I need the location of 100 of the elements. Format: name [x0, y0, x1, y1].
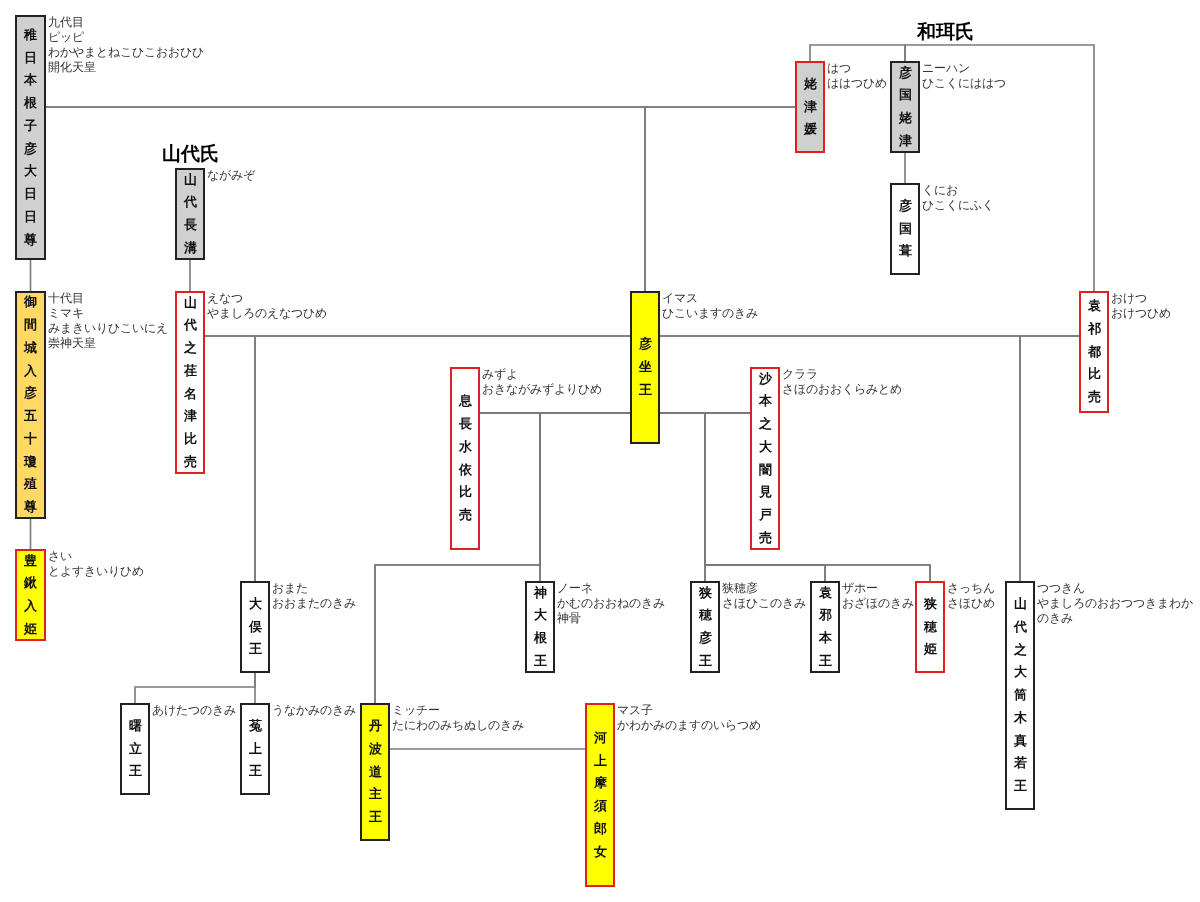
family-line: [254, 672, 256, 704]
name-box: [240, 581, 270, 673]
reading-text: あけたつのきみ: [152, 703, 236, 718]
name-text: 山代長溝: [183, 170, 197, 257]
clan-heading: 山代氏: [162, 141, 219, 166]
reading-text: マス子: [617, 703, 653, 718]
name-text: 狭穂彦王: [698, 583, 712, 670]
name-box: [630, 291, 660, 444]
reading-text: ははつひめ: [827, 76, 887, 91]
reading-text: ノーネ: [557, 581, 593, 596]
name-text: 丹波道主王: [368, 717, 382, 827]
family-line: [809, 44, 906, 62]
reading-text: おざほのきみ: [842, 596, 914, 611]
name-box: [15, 549, 46, 641]
name-box: [15, 15, 46, 260]
family-line: [374, 412, 631, 704]
name-box: [915, 581, 945, 673]
family-line: [904, 152, 906, 184]
name-text: 御間城入彦五十瓊殖尊: [24, 293, 37, 516]
family-line: [29, 518, 32, 550]
reading-text: つつきん: [1037, 581, 1085, 596]
name-text: 大俣王: [248, 594, 262, 659]
reading-text: ミマキ: [48, 306, 84, 321]
name-text: 袁祁都比売: [1087, 297, 1101, 407]
reading-text: おけつ: [1111, 291, 1147, 306]
family-line: [644, 106, 796, 292]
reading-text: わかやまとねこひこおおひひ: [48, 45, 204, 60]
name-box: [795, 61, 825, 153]
name-text: 彦国葺: [898, 196, 912, 261]
reading-text: ミッチー: [392, 703, 440, 718]
name-text: 彦国姥津: [898, 63, 912, 150]
reading-text: 十代目: [48, 291, 84, 306]
name-box: [690, 581, 720, 673]
name-box: [120, 703, 150, 795]
family-line: [904, 44, 1095, 292]
reading-text: ひこくにふく: [922, 198, 994, 213]
name-box: [175, 168, 205, 260]
reading-text: えなつ: [207, 291, 243, 306]
reading-text: ひこいますのきみ: [662, 306, 758, 321]
reading-text: 九代目: [48, 15, 84, 30]
reading-text: さい: [48, 549, 72, 564]
reading-text: みずよ: [482, 367, 518, 382]
reading-text: たにわのみちぬしのきみ: [392, 718, 524, 733]
name-box: [1079, 291, 1109, 413]
reading-text: 神骨: [557, 611, 581, 626]
family-line: [189, 259, 191, 292]
name-box: [890, 183, 920, 275]
name-box: [890, 61, 920, 153]
family-line: [704, 412, 931, 582]
reading-text: おきながみずよりひめ: [482, 382, 602, 397]
name-text: 菟上王: [248, 716, 262, 781]
name-text: 河上摩須郎女: [593, 728, 607, 861]
reading-text: 崇神天皇: [48, 336, 96, 351]
name-box: [810, 581, 840, 673]
reading-text: うなかみのきみ: [272, 703, 356, 718]
reading-text: おけつひめ: [1111, 306, 1171, 321]
clan-heading: 和珥氏: [917, 19, 974, 44]
family-line: [29, 259, 32, 292]
reading-text: イマス: [662, 291, 698, 306]
family-line: [389, 748, 586, 750]
reading-text: かわかみのますのいらつめ: [617, 718, 761, 733]
name-text: 稚日本根子彦大日日尊: [24, 25, 37, 249]
reading-text: おまた: [272, 581, 308, 596]
name-text: 山代之大筒木真若王: [1013, 595, 1027, 796]
reading-text: おおまたのきみ: [272, 596, 356, 611]
reading-text: さほひこのきみ: [722, 596, 806, 611]
reading-text: みまきいりひこいにえ: [48, 321, 168, 336]
name-box: [15, 291, 46, 519]
family-line: [1019, 335, 1080, 582]
family-line: [254, 335, 631, 582]
name-text: 袁邪本王: [818, 583, 832, 670]
reading-text: かむのおおねのきみ: [557, 596, 665, 611]
name-box: [1005, 581, 1035, 810]
reading-text: ひこくにははつ: [922, 76, 1006, 91]
name-box: [450, 367, 480, 550]
reading-text: さほのおおくらみとめ: [782, 382, 902, 397]
name-text: 沙本之大闇見戸売: [758, 369, 772, 547]
name-box: [360, 703, 390, 841]
name-text: 姥津媛: [803, 74, 817, 139]
reading-text: さほひめ: [947, 596, 995, 611]
reading-text: はつ: [827, 61, 851, 76]
name-box: [240, 703, 270, 795]
reading-text: ながみぞ: [207, 168, 255, 183]
name-text: 狭穂姫: [923, 594, 937, 659]
reading-text: くにお: [922, 183, 958, 198]
reading-text: ニーハン: [922, 61, 970, 76]
reading-text: 狭穂彦: [722, 581, 758, 596]
name-text: 曙立王: [128, 716, 142, 781]
name-text: 息長水依比売: [458, 392, 472, 524]
name-text: 彦坐王: [638, 335, 652, 399]
name-box: [750, 367, 780, 550]
reading-text: とよすきいりひめ: [48, 564, 144, 579]
name-box: [585, 703, 615, 887]
name-text: 神大根王: [533, 583, 547, 670]
reading-text: ピッピ: [48, 30, 84, 45]
name-box: [175, 291, 205, 474]
reading-text: やましろのおおつつきまわかのきみ: [1037, 596, 1194, 626]
name-box: [525, 581, 555, 673]
reading-text: クララ: [782, 367, 818, 382]
reading-text: 開化天皇: [48, 60, 96, 75]
